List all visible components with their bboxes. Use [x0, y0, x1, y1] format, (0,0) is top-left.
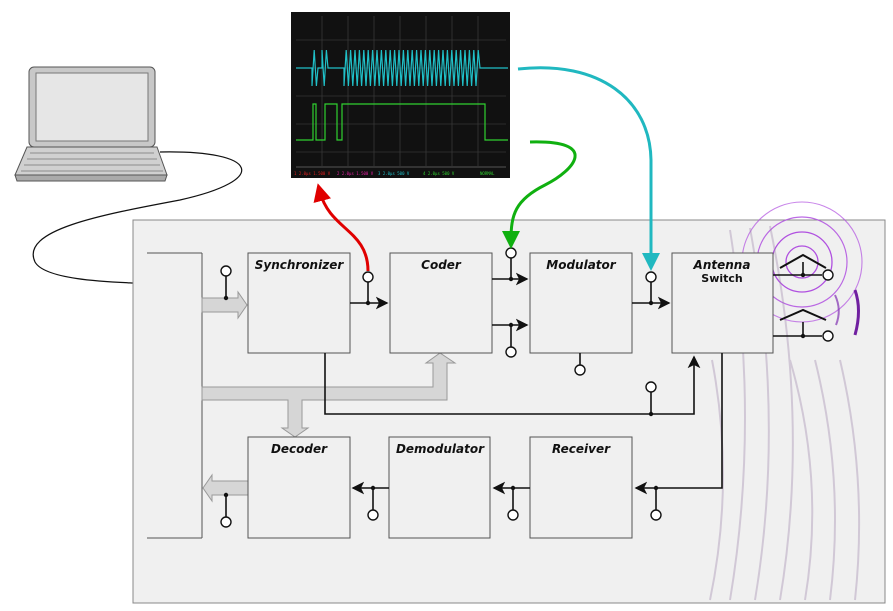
scope-trace-digital [296, 103, 508, 141]
oscilloscope-icon: 1 2.0µs 1.500 V 2 2.0µs 1.500 V 3 2.0µs … [291, 12, 510, 178]
scope-status-ch4: 4 2.0µs 500 V [423, 171, 455, 176]
laptop-icon [14, 66, 168, 182]
scope-trace-modulated [296, 49, 508, 87]
bus-arrow-from-decoder [202, 473, 249, 503]
cyan-probe-cable [517, 66, 660, 271]
red-probe-cable [313, 183, 370, 272]
antenna-switch-label-2: Switch [701, 272, 742, 285]
synchronizer-block: Synchronizer [247, 252, 351, 354]
scope-status-mode: NORMAL [480, 171, 495, 176]
coder-label: Coder [421, 258, 462, 272]
receiver-block: Receiver [529, 436, 633, 539]
scope-status-ch2: 3 2.0µs 500 V [378, 171, 410, 176]
receiver-label: Receiver [552, 442, 611, 456]
green-probe-cable [502, 140, 577, 249]
scope-status-ch3: 2 2.0µs 1.500 V [337, 171, 374, 176]
bus-to-coder-and-decoder [201, 352, 457, 438]
demodulator-block: Demodulator [388, 436, 491, 539]
modulator-label: Modulator [546, 258, 617, 272]
decoder-label: Decoder [271, 442, 328, 456]
antenna-icon [779, 253, 827, 321]
scope-status-ch1: 1 2.0µs 1.500 V [294, 171, 331, 176]
coder-block: Coder [389, 252, 493, 354]
decoder-block: Decoder [247, 436, 351, 539]
bus-arrow-to-synchronizer [201, 290, 248, 320]
modulator-block: Modulator [529, 252, 633, 354]
test-point-icon[interactable] [220, 247, 834, 528]
synchronizer-label: Synchronizer [255, 258, 345, 272]
laptop-cable [32, 151, 243, 284]
junction-dots [223, 272, 806, 498]
demodulator-label: Demodulator [396, 442, 485, 456]
antenna-switch-label: Antenna [693, 258, 751, 272]
